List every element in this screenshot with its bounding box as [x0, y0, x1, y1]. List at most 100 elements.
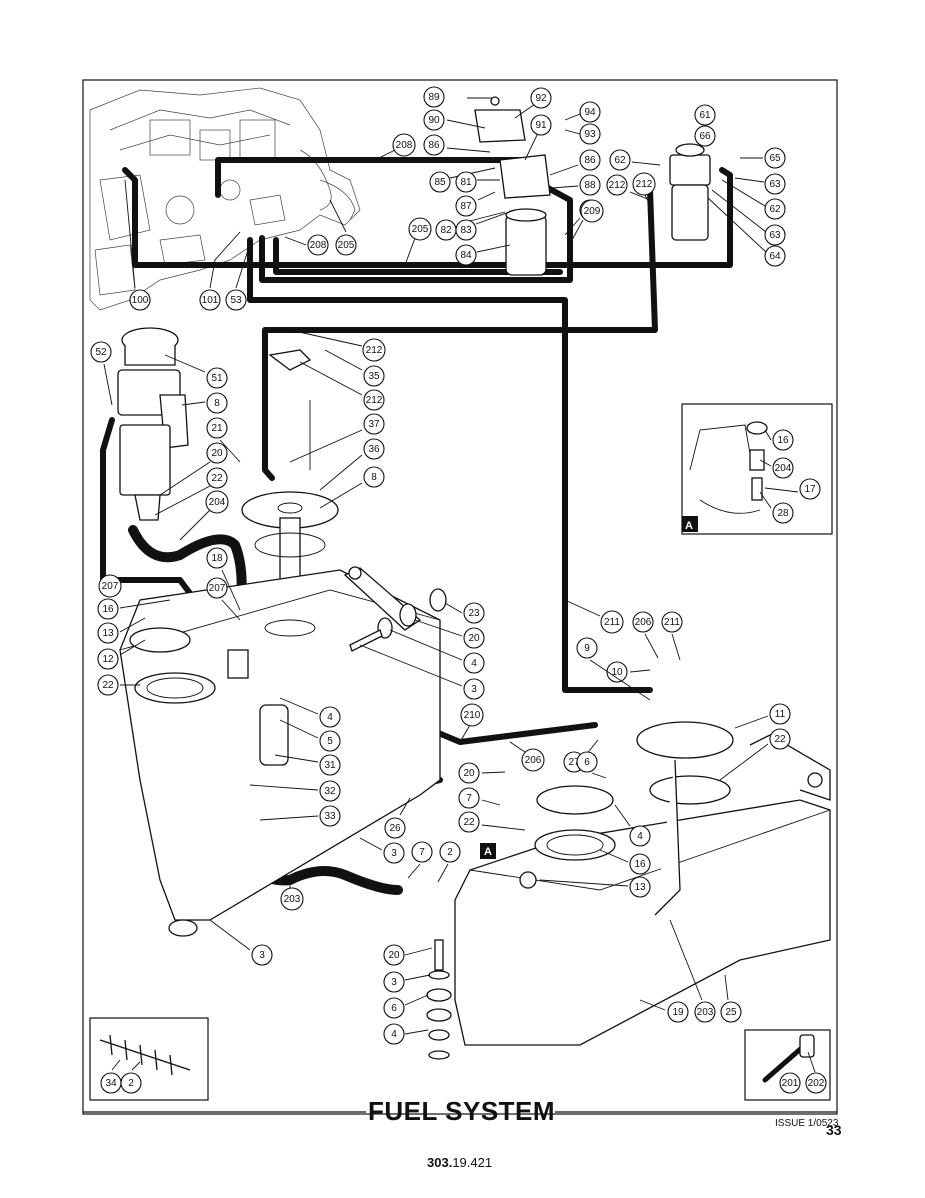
callout-number: 85 — [434, 177, 446, 188]
callout-circle — [384, 817, 406, 839]
callout-circle — [335, 234, 357, 256]
line-label-leader — [571, 219, 584, 241]
callout-leader — [446, 147, 491, 153]
callout-circle — [463, 652, 485, 674]
callout-circle — [383, 842, 405, 864]
callout-circle — [463, 627, 485, 649]
callout-leader — [671, 633, 681, 661]
callout-number: 16 — [634, 859, 646, 870]
callout-number: 201 — [782, 1078, 799, 1089]
callout-circle — [579, 149, 601, 171]
document-number-rest: 19.421 — [452, 1155, 493, 1170]
line-label-leader — [564, 599, 601, 617]
callout-circle — [307, 234, 329, 256]
callout-leader — [289, 429, 363, 463]
callout-leader — [209, 231, 241, 289]
callout-leader — [719, 743, 769, 781]
callout-number: 33 — [324, 811, 336, 822]
line-label-number: 203 — [284, 894, 301, 905]
page-title: FUEL SYSTEM — [368, 1096, 556, 1126]
callout-number: 8 — [371, 472, 377, 483]
callout-number: 3 — [391, 848, 397, 859]
callout-number: 3 — [391, 977, 397, 988]
callout-number: 202 — [808, 1078, 825, 1089]
callout-circle — [129, 289, 151, 311]
callout-leader — [119, 639, 146, 656]
callout-number: 86 — [428, 140, 440, 151]
callout-leader — [564, 113, 581, 121]
line-label-circle — [408, 217, 432, 241]
callout-circle — [206, 547, 228, 569]
callout-number: 63 — [769, 179, 781, 190]
callout-circle — [629, 876, 651, 898]
callout-number: 32 — [324, 786, 336, 797]
callout-leader — [514, 103, 536, 119]
callout-leader — [359, 837, 383, 851]
callout-number: 212 — [609, 180, 626, 191]
line-label-number: 212 — [636, 179, 653, 190]
callout-number: 203 — [697, 1007, 714, 1018]
callout-number: 100 — [132, 295, 149, 306]
callout-circle — [363, 413, 385, 435]
callout-number: 31 — [324, 760, 336, 771]
callout-leader — [259, 815, 319, 821]
callout-number: 4 — [391, 1029, 397, 1040]
callout-leader — [164, 354, 206, 373]
callout-circle — [576, 637, 598, 659]
callout-circle — [764, 173, 786, 195]
callout-leader — [721, 179, 766, 207]
callout-circle — [769, 703, 791, 725]
callout-number: 20 — [468, 633, 480, 644]
callout-number: 22 — [211, 473, 223, 484]
callout-leader — [475, 209, 516, 225]
line-label-leader — [374, 149, 396, 161]
line-label-number: 204 — [209, 497, 226, 508]
callout-leader — [549, 164, 579, 176]
callout-leader — [764, 487, 799, 493]
callout-leader — [284, 236, 307, 246]
callout-number: 3 — [259, 950, 265, 961]
callout-number: 4 — [471, 658, 477, 669]
line-label-circle — [632, 172, 656, 196]
callout-number: 53 — [230, 295, 242, 306]
callout-circle — [769, 728, 791, 750]
line-label-circle — [280, 887, 304, 911]
bracket-washers — [349, 588, 447, 652]
callout-number: 34 — [105, 1078, 117, 1089]
callout-leader — [131, 1061, 141, 1071]
line-label-circle — [362, 338, 386, 362]
callout-circle — [458, 787, 480, 809]
line-label-circle — [521, 748, 545, 772]
callout-leader — [119, 599, 171, 609]
callout-circle — [206, 392, 228, 414]
callout-leader — [249, 784, 319, 791]
callout-leader — [629, 669, 651, 673]
callout-number: 212 — [366, 395, 383, 406]
callout-number: 28 — [777, 508, 789, 519]
callout-circle — [579, 174, 601, 196]
callout-number: 207 — [209, 583, 226, 594]
callout-circle — [251, 944, 273, 966]
callout-number: 205 — [338, 240, 355, 251]
line-label-number: 206 — [525, 755, 542, 766]
callout-circle — [206, 467, 228, 489]
line-label-leader — [644, 194, 651, 206]
callout-circle — [694, 125, 716, 147]
diagram-frame — [82, 79, 838, 1115]
callout-circle — [423, 134, 445, 156]
callout-circle — [206, 577, 228, 599]
callout-leader — [389, 629, 463, 661]
callout-number: 8 — [214, 398, 220, 409]
callout-circle — [579, 123, 601, 145]
callout-leader — [209, 919, 251, 951]
callout-number: 66 — [699, 131, 711, 142]
callout-leader — [274, 754, 319, 763]
line-label-leader — [289, 329, 363, 347]
callout-circle — [629, 853, 651, 875]
callout-leader — [644, 633, 659, 659]
tank-mount-stack — [426, 939, 452, 1060]
callout-leader — [404, 994, 429, 1006]
callout-circle — [206, 367, 228, 389]
